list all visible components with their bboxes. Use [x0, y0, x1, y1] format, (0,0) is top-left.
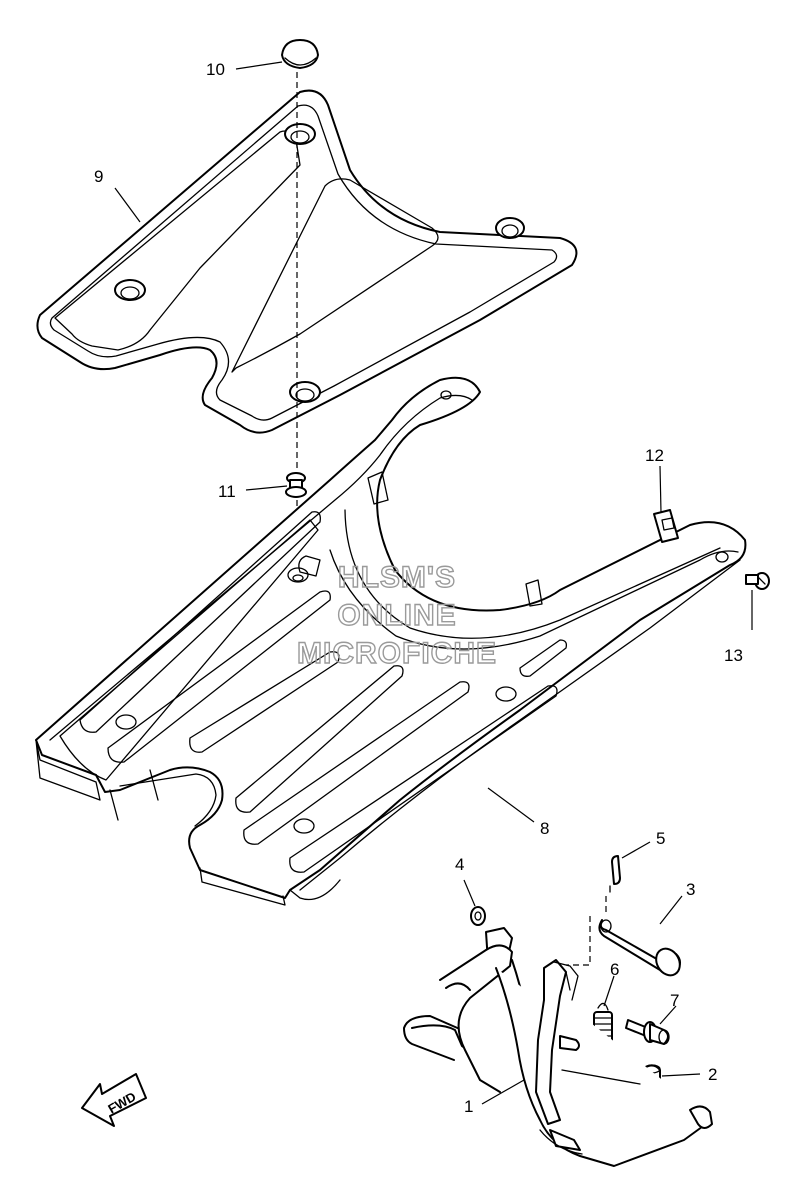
- mat-mounting-hole: [495, 217, 525, 239]
- board-mounting-hole: [440, 390, 452, 400]
- callout-9: 9: [94, 167, 103, 186]
- floor-mat-part-9: [36, 89, 578, 434]
- forward-direction-arrow: FWD: [81, 1073, 147, 1127]
- cap-part-10: [281, 39, 319, 69]
- board-mounting-hole: [287, 567, 309, 583]
- callout-4: 4: [455, 855, 464, 874]
- main-stand-part-1: [403, 927, 713, 1167]
- board-clip: [367, 471, 389, 505]
- callout-1: 1: [464, 1097, 473, 1116]
- clip-nut-part-12: [653, 509, 679, 543]
- board-rib: [107, 590, 331, 763]
- washer-part-4: [470, 906, 486, 926]
- board-rib: [289, 685, 558, 873]
- callout-3: 3: [686, 880, 695, 899]
- callout-8: 8: [540, 819, 549, 838]
- pivot-shaft-part-3: [598, 919, 681, 977]
- board-rib: [79, 511, 321, 733]
- bolt-part-7: [625, 1019, 670, 1045]
- board-mounting-hole: [715, 551, 729, 563]
- board-rib: [243, 681, 470, 845]
- leader-lines: [114, 61, 753, 1105]
- watermark-line-3: MICROFICHE: [297, 637, 497, 670]
- callout-2: 2: [708, 1065, 717, 1084]
- assembly-line-3: [566, 916, 591, 966]
- callout-13: 13: [724, 646, 743, 665]
- board-mounting-hole: [495, 686, 517, 702]
- board-rib: [519, 639, 568, 677]
- screw-part-11: [285, 472, 307, 498]
- callout-10: 10: [206, 60, 225, 79]
- watermark-line-1: HLSM'S: [338, 561, 456, 594]
- callout-12: 12: [645, 446, 664, 465]
- mat-mounting-hole: [289, 381, 321, 403]
- board-mounting-hole: [293, 818, 315, 834]
- mat-mounting-hole: [114, 279, 146, 301]
- callout-7: 7: [670, 991, 679, 1010]
- mat-mounting-hole: [284, 123, 316, 145]
- screw-part-13: [745, 572, 770, 590]
- board-mounting-hole: [115, 714, 137, 730]
- cotter-pin-part-5: [609, 855, 621, 893]
- footrest-board-part-8: [35, 376, 747, 906]
- callout-5: 5: [656, 829, 665, 848]
- watermark: HLSM'S ONLINE MICROFICHE: [296, 560, 497, 670]
- watermark-line-2: ONLINE: [337, 599, 456, 632]
- board-rib: [235, 665, 404, 813]
- board-clip: [525, 579, 543, 607]
- callout-11: 11: [218, 482, 236, 501]
- callout-6: 6: [610, 960, 619, 979]
- board-rib: [189, 651, 340, 753]
